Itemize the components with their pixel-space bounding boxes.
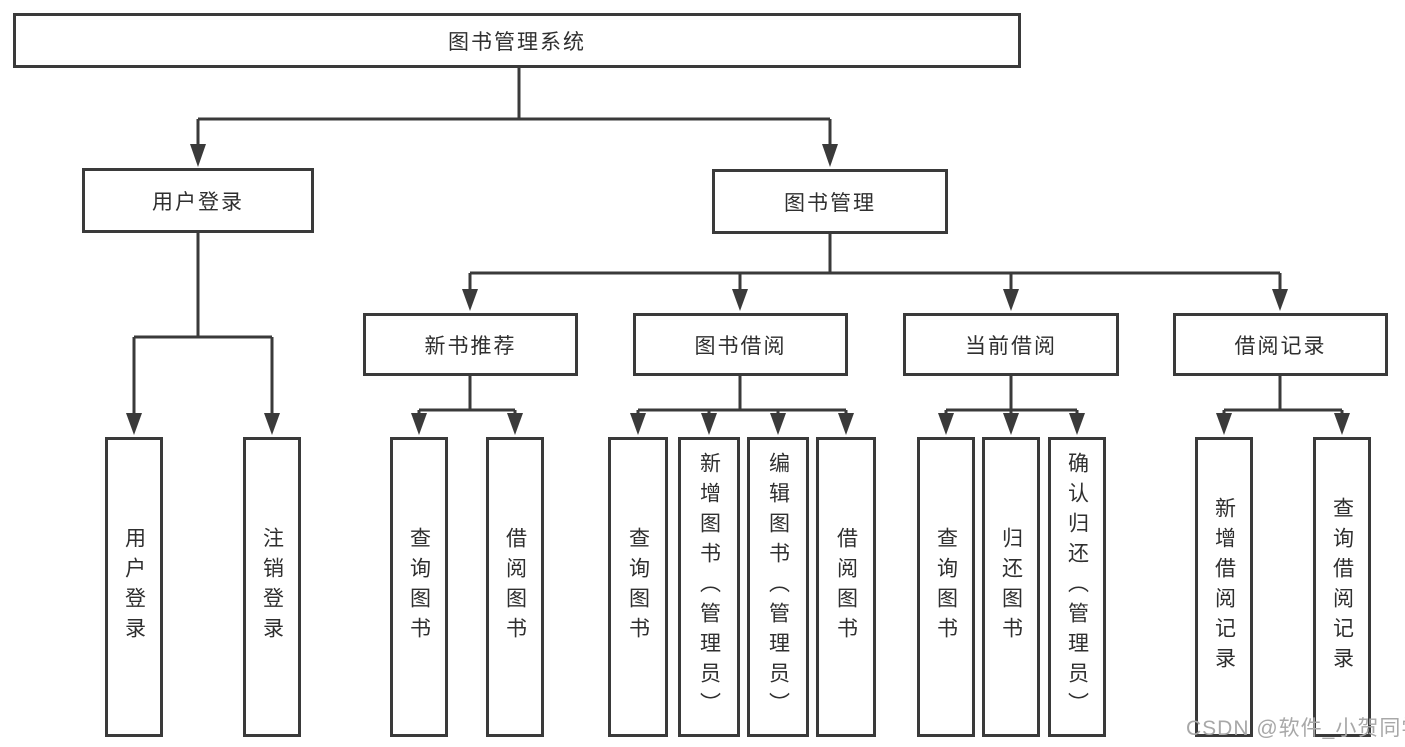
- node-label: 查询借阅记录: [1330, 497, 1354, 677]
- leaf-add-borrow-record: 新增借阅记录: [1195, 437, 1253, 737]
- arrowhead: [1003, 289, 1019, 311]
- arrowhead: [1216, 413, 1232, 435]
- arrowhead: [507, 413, 523, 435]
- node-label: 图书借阅: [694, 334, 787, 358]
- leaf-query-borrow-record: 查询借阅记录: [1313, 437, 1371, 737]
- node-label: 新增借阅记录: [1212, 497, 1236, 677]
- arrowhead: [838, 413, 854, 435]
- node-label: 借阅图书: [503, 527, 527, 647]
- node-label: 新增图书（管理员）: [697, 452, 721, 722]
- csdn-watermark: CSDN @软件_小贺同学: [1186, 717, 1405, 740]
- connector-root: [196, 68, 832, 144]
- node-label: 查询图书: [407, 527, 431, 647]
- node-current-borrowing: 当前借阅: [903, 313, 1119, 376]
- node-label: 注销登录: [260, 527, 284, 647]
- leaf-query-books-1: 查询图书: [390, 437, 448, 737]
- node-label: 新书推荐: [424, 334, 517, 358]
- arrowheads: [126, 144, 1350, 435]
- node-label: 图书管理系统: [448, 30, 586, 54]
- arrowhead: [190, 144, 206, 167]
- leaf-edit-books-admin: 编辑图书（管理员）: [747, 437, 809, 737]
- arrowhead: [938, 413, 954, 435]
- leaf-query-books-2: 查询图书: [608, 437, 668, 737]
- arrowhead: [1272, 289, 1288, 311]
- arrowhead: [411, 413, 427, 435]
- connector-book-borrowing: [636, 376, 848, 414]
- node-label: 用户登录: [152, 190, 244, 214]
- node-label: 借阅图书: [834, 527, 858, 647]
- node-book-borrowing: 图书借阅: [633, 313, 848, 376]
- leaf-logout: 注销登录: [243, 437, 301, 737]
- leaf-return-books: 归还图书: [982, 437, 1040, 737]
- node-label: 归还图书: [999, 527, 1023, 647]
- leaf-add-books-admin: 新增图书（管理员）: [678, 437, 740, 737]
- node-book-management: 图书管理: [712, 169, 948, 234]
- connector-current-borrowing: [944, 376, 1079, 414]
- arrowhead: [126, 413, 142, 435]
- node-label: 图书管理: [784, 191, 876, 215]
- arrowhead: [732, 289, 748, 311]
- node-label: 查询图书: [934, 527, 958, 647]
- arrowhead: [264, 413, 280, 435]
- connector-borrowing-records: [1222, 376, 1344, 414]
- arrowhead: [822, 144, 838, 167]
- node-new-book-recommend: 新书推荐: [363, 313, 578, 376]
- leaf-user-login: 用户登录: [105, 437, 163, 737]
- arrowhead: [462, 289, 478, 311]
- node-library-management-system: 图书管理系统: [13, 13, 1021, 68]
- arrowhead: [701, 413, 717, 435]
- leaf-borrow-books-2: 借阅图书: [816, 437, 876, 737]
- node-borrowing-records: 借阅记录: [1173, 313, 1388, 376]
- connector-book-management: [468, 234, 1282, 290]
- leaf-borrow-books-1: 借阅图书: [486, 437, 544, 737]
- node-label: 当前借阅: [965, 334, 1057, 358]
- node-user-login: 用户登录: [82, 168, 314, 233]
- leaf-query-books-3: 查询图书: [917, 437, 975, 737]
- node-label: 借阅记录: [1234, 334, 1327, 358]
- connector-user-login: [132, 233, 274, 413]
- leaf-confirm-return-admin: 确认归还（管理员）: [1048, 437, 1106, 737]
- arrowhead: [630, 413, 646, 435]
- connector-new-book-recommend: [417, 376, 517, 414]
- node-label: 用户登录: [122, 527, 146, 647]
- arrowhead: [1003, 413, 1019, 435]
- arrowhead: [1069, 413, 1085, 435]
- node-label: 查询图书: [626, 527, 650, 647]
- arrowhead: [770, 413, 786, 435]
- node-label: 编辑图书（管理员）: [766, 452, 790, 722]
- arrowhead: [1334, 413, 1350, 435]
- node-label: 确认归还（管理员）: [1065, 452, 1089, 722]
